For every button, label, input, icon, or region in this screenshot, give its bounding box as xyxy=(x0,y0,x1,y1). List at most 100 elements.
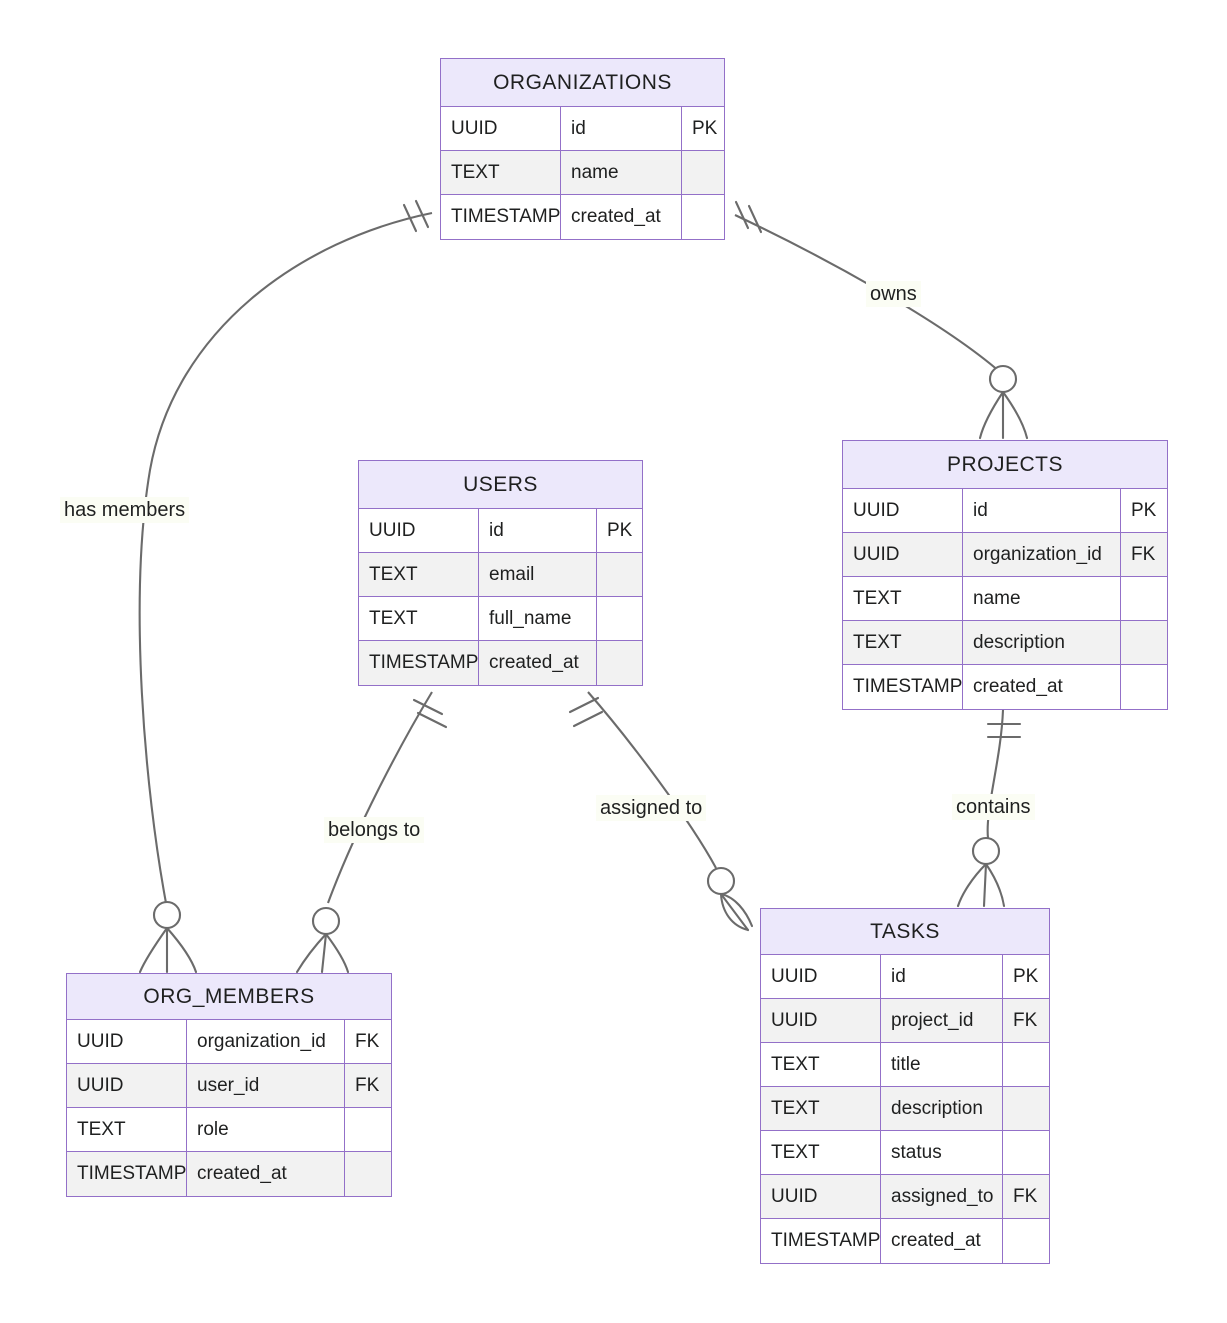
attribute-name: title xyxy=(881,1043,1003,1086)
cardinality-exactly-one-marker xyxy=(412,698,448,729)
attribute-name: id xyxy=(963,489,1121,532)
attribute-type: TIMESTAMP xyxy=(761,1219,881,1263)
attribute-key xyxy=(345,1152,391,1196)
attribute-type: UUID xyxy=(67,1020,187,1063)
attribute-name: created_at xyxy=(479,641,597,685)
attribute-type: TEXT xyxy=(843,621,963,664)
edge-assigned-to xyxy=(568,691,754,932)
cardinality-exactly-one-marker xyxy=(986,722,1022,739)
edge-owns xyxy=(734,200,1029,440)
attribute-key: PK xyxy=(1013,965,1039,987)
edge-contains xyxy=(956,709,1022,908)
edge-has-members xyxy=(138,199,433,974)
cardinality-many-crowsfoot xyxy=(138,926,198,974)
edge-label-owns: owns xyxy=(866,281,921,307)
attribute-type: TEXT xyxy=(67,1108,187,1151)
attribute-type: TEXT xyxy=(441,151,561,194)
attribute-key: FK xyxy=(1131,543,1156,565)
attribute-name: status xyxy=(881,1131,1003,1174)
attribute-name: id xyxy=(561,107,682,150)
entity-title-users: USERS xyxy=(359,461,642,509)
attribute-name: role xyxy=(187,1108,345,1151)
attribute-name: full_name xyxy=(479,597,597,640)
attribute-name: description xyxy=(881,1087,1003,1130)
attribute-type: UUID xyxy=(761,1175,881,1218)
edge-label-has-members: has members xyxy=(60,497,190,523)
attribute-type: TEXT xyxy=(843,577,963,620)
attribute-key xyxy=(1121,621,1167,664)
attribute-name: organization_id xyxy=(963,533,1121,576)
cardinality-many-crowsfoot xyxy=(295,932,350,974)
entity-title-tasks: TASKS xyxy=(761,909,1049,955)
attribute-key xyxy=(682,151,724,194)
edge-label-assigned-to: assigned to xyxy=(596,795,707,821)
attribute-key xyxy=(1003,1087,1049,1130)
cardinality-exactly-one-marker xyxy=(402,199,430,233)
cardinality-zero-circle xyxy=(988,364,1018,394)
attribute-type: TEXT xyxy=(761,1131,881,1174)
attribute-name: organization_id xyxy=(187,1020,345,1063)
attribute-name: created_at xyxy=(881,1219,1003,1263)
attribute-key xyxy=(1003,1131,1049,1174)
attribute-type: TIMESTAMP xyxy=(67,1152,187,1196)
attribute-type: TEXT xyxy=(761,1087,881,1130)
attribute-type: UUID xyxy=(441,107,561,150)
attribute-name: user_id xyxy=(187,1064,345,1107)
entity-title-projects: PROJECTS xyxy=(843,441,1167,489)
attribute-type: TIMESTAMP xyxy=(359,641,479,685)
cardinality-many-crowsfoot xyxy=(978,390,1029,440)
attribute-name: assigned_to xyxy=(881,1175,1003,1218)
attribute-key xyxy=(1003,1219,1049,1263)
entity-title-org-members: ORG_MEMBERS xyxy=(67,974,391,1020)
attribute-name: created_at xyxy=(187,1152,345,1196)
edge-belongs-to xyxy=(295,691,448,974)
cardinality-exactly-one-marker xyxy=(568,696,604,728)
attribute-name: description xyxy=(963,621,1121,664)
attribute-key: FK xyxy=(1013,1009,1038,1031)
attribute-type: TIMESTAMP xyxy=(441,195,561,239)
attribute-key: PK xyxy=(692,117,718,139)
attribute-name: id xyxy=(881,955,1003,998)
attribute-type: TEXT xyxy=(359,553,479,596)
cardinality-zero-circle xyxy=(971,836,1001,866)
attribute-name: project_id xyxy=(881,999,1003,1042)
edge-label-contains: contains xyxy=(952,794,1035,820)
attribute-key xyxy=(597,641,642,685)
attribute-key xyxy=(597,553,642,596)
attribute-name: created_at xyxy=(561,195,682,239)
attribute-type: UUID xyxy=(843,533,963,576)
attribute-name: name xyxy=(963,577,1121,620)
attribute-key xyxy=(682,195,724,239)
attribute-type: UUID xyxy=(843,489,963,532)
attribute-key xyxy=(597,597,642,640)
attribute-type: UUID xyxy=(761,999,881,1042)
